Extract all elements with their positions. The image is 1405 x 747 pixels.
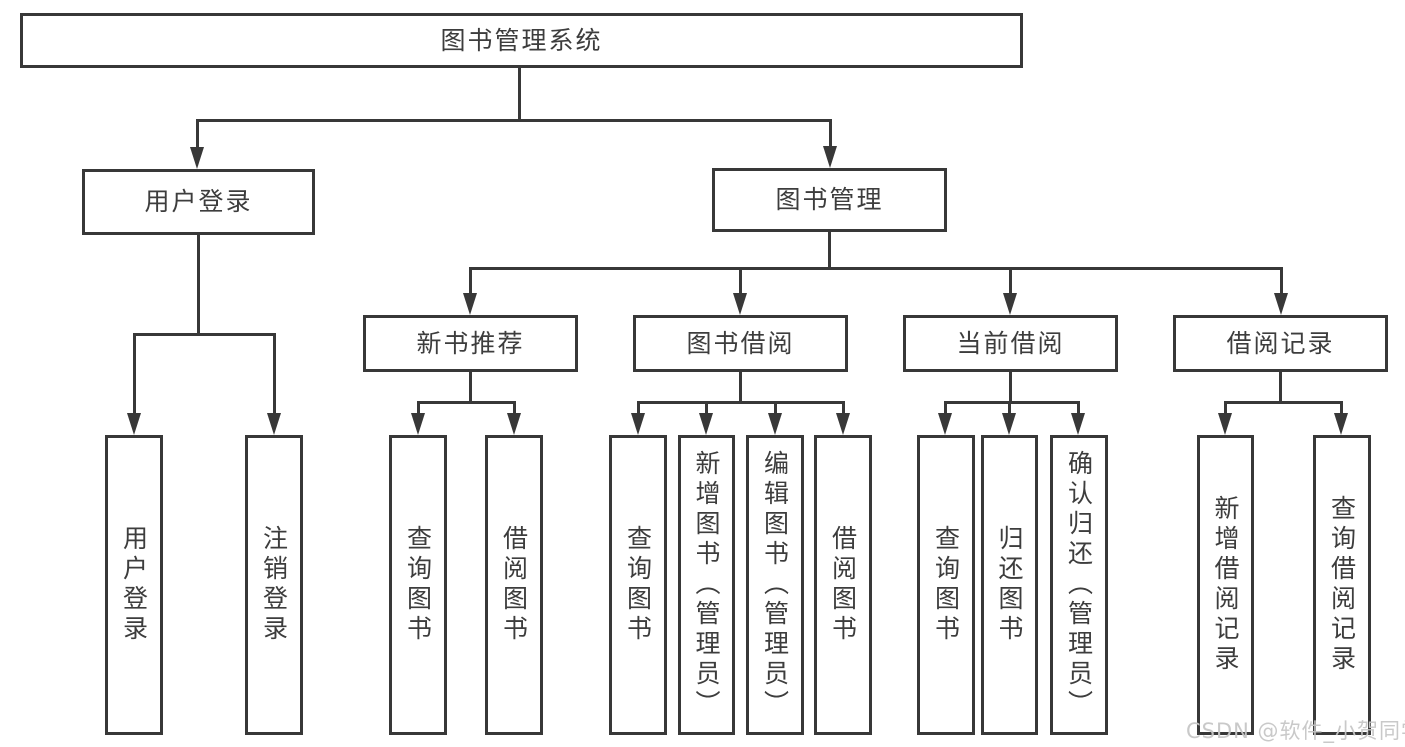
- arrowhead-down-icon: [699, 413, 713, 435]
- node-user-login-action: 用户登录: [105, 435, 163, 735]
- node-query-books-recommend: 查询图书: [389, 435, 447, 735]
- connector-line: [637, 401, 640, 413]
- connector-line: [133, 333, 276, 336]
- connector-line: [273, 333, 276, 413]
- arrowhead-down-icon: [267, 413, 281, 435]
- connector-line: [739, 267, 742, 293]
- connector-line: [469, 372, 472, 404]
- connector-line: [944, 401, 1080, 404]
- arrowhead-down-icon: [127, 413, 141, 435]
- node-add-book-admin: 新增图书（管理员）: [678, 435, 735, 735]
- node-new-book-recommendation: 新书推荐: [363, 315, 578, 372]
- connector-line: [1009, 267, 1012, 293]
- arrowhead-down-icon: [1274, 293, 1288, 315]
- connector-line: [469, 267, 472, 293]
- arrowhead-down-icon: [507, 413, 521, 435]
- arrowhead-down-icon: [768, 413, 782, 435]
- arrowhead-down-icon: [823, 146, 837, 168]
- node-confirm-return-admin: 确认归还（管理员）: [1050, 435, 1108, 735]
- arrowhead-down-icon: [1218, 413, 1232, 435]
- node-current-borrowing: 当前借阅: [903, 315, 1118, 372]
- connector-line: [842, 401, 845, 413]
- arrowhead-down-icon: [1003, 293, 1017, 315]
- connector-line: [1077, 401, 1080, 413]
- connector-line: [829, 119, 832, 148]
- node-query-books-current: 查询图书: [917, 435, 975, 735]
- connector-line: [1340, 401, 1343, 413]
- arrowhead-down-icon: [938, 413, 952, 435]
- arrowhead-down-icon: [631, 413, 645, 435]
- arrowhead-down-icon: [733, 293, 747, 315]
- node-query-books-borrowing: 查询图书: [609, 435, 667, 735]
- connector-line: [1008, 401, 1011, 413]
- node-library-system: 图书管理系统: [20, 13, 1023, 68]
- node-borrow-books-recommend: 借阅图书: [485, 435, 543, 735]
- node-query-borrow-record: 查询借阅记录: [1313, 435, 1371, 735]
- connector-line: [197, 235, 200, 335]
- connector-line: [417, 401, 516, 404]
- connector-line: [196, 119, 199, 149]
- connector-line: [196, 119, 832, 122]
- node-borrowing-records: 借阅记录: [1173, 315, 1388, 372]
- node-edit-book-admin: 编辑图书（管理员）: [746, 435, 804, 735]
- connector-line: [1224, 401, 1343, 404]
- node-book-management: 图书管理: [712, 168, 947, 232]
- connector-line: [705, 401, 708, 413]
- connector-line: [469, 267, 1283, 270]
- arrowhead-down-icon: [1002, 413, 1016, 435]
- node-add-borrow-record: 新增借阅记录: [1197, 435, 1254, 735]
- connector-line: [637, 401, 845, 404]
- node-return-book: 归还图书: [981, 435, 1038, 735]
- connector-line: [513, 401, 516, 413]
- arrowhead-down-icon: [1334, 413, 1348, 435]
- connector-line: [1224, 401, 1227, 413]
- connector-line: [739, 372, 742, 404]
- connector-line: [828, 232, 831, 270]
- connector-line: [774, 401, 777, 413]
- connector-line: [1279, 372, 1282, 404]
- node-user-login: 用户登录: [82, 169, 315, 235]
- arrowhead-down-icon: [463, 293, 477, 315]
- arrowhead-down-icon: [836, 413, 850, 435]
- connector-line: [417, 401, 420, 413]
- arrowhead-down-icon: [411, 413, 425, 435]
- connector-line: [133, 333, 136, 413]
- arrowhead-down-icon: [190, 147, 204, 169]
- node-borrow-books-borrowing: 借阅图书: [814, 435, 872, 735]
- arrowhead-down-icon: [1071, 413, 1085, 435]
- csdn-watermark: CSDN @软件_小贺同学: [1186, 719, 1405, 743]
- node-book-borrowing: 图书借阅: [633, 315, 848, 372]
- connector-line: [518, 68, 521, 121]
- connector-line: [1009, 372, 1012, 404]
- connector-line: [1280, 267, 1283, 293]
- connector-line: [944, 401, 947, 413]
- node-logout: 注销登录: [245, 435, 303, 735]
